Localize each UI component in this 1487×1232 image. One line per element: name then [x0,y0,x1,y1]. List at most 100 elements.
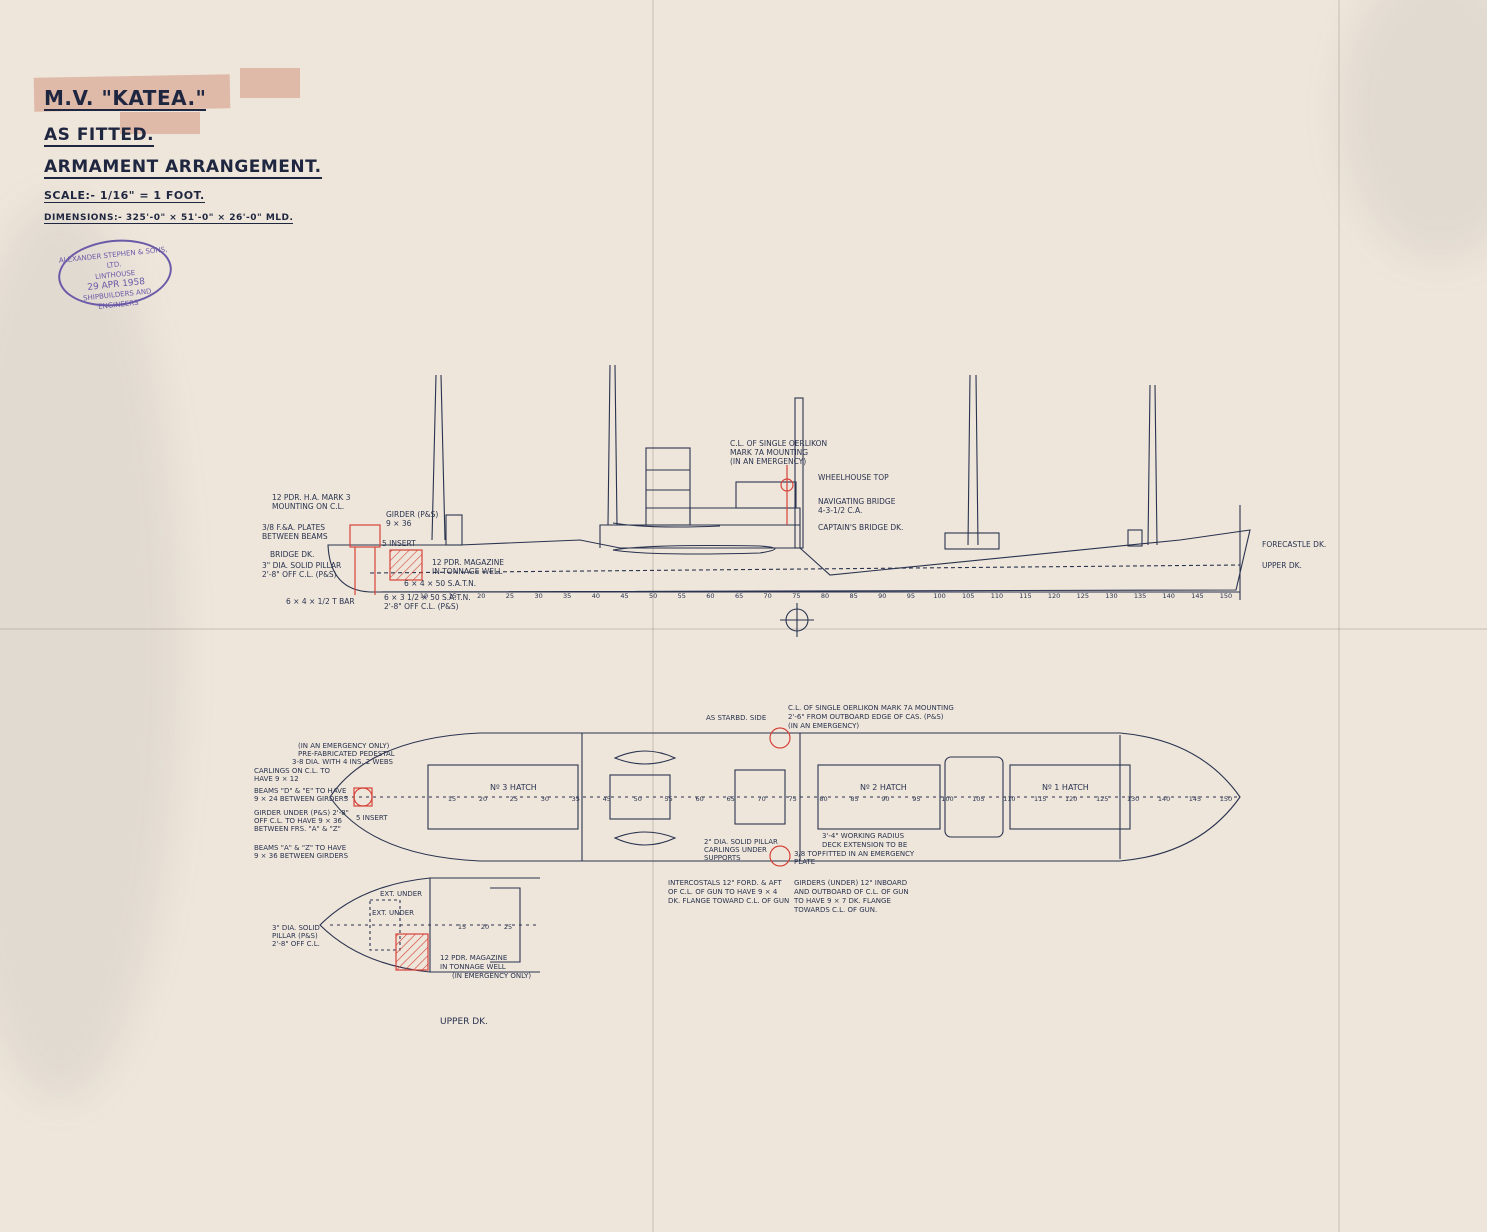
label-upper-magazine: 12 PDR. MAGAZINE [440,954,507,962]
label-plates: BETWEEN BEAMS [262,532,328,541]
frame-number: 100 [941,795,953,803]
lifeboat-plan [613,750,677,765]
label-oerlikon: MARK 7A MOUNTING [730,448,808,457]
windlass [1127,529,1143,547]
hatch-small [944,756,1004,838]
frame-number: 75 [792,592,800,600]
frame-number: 100 [933,592,945,600]
label-wheelhouse: WHEELHOUSE TOP [818,473,889,482]
upper-deck-line [369,564,1241,574]
frame-number: 15 [448,795,456,803]
frame-number: 40 [592,592,600,600]
label-beams-az: 9 × 36 BETWEEN GIRDERS [254,852,349,860]
label-girders: GIRDERS (UNDER) 12" INBOARD [794,879,907,887]
frame-number: 130 [1127,795,1139,803]
label-pedestal: 3-8 DIA. WITH 4 INS. 2 WEBS [292,758,394,766]
frame-number: 140 [1158,795,1170,803]
frame-number: 95 [907,592,915,600]
fold-line [0,628,1487,630]
frame-number: 30 [541,795,549,803]
label-gun-mount: MOUNTING ON C.L. [272,502,344,511]
frame-number: 95 [912,795,920,803]
frame-number: 60 [706,592,714,600]
plan-annotations: (IN AN EMERGENCY ONLY) PRE-FABRICATED PE… [254,704,954,914]
tape-patch [240,68,300,98]
lifeboat-upper [612,522,721,528]
mast-fore [967,374,971,546]
frame-number: 90 [878,592,886,600]
label-pillar: 3" DIA. SOLID PILLAR [262,561,341,570]
label-captain-deck: CAPTAIN'S BRIDGE DK. [818,523,903,532]
lifeboat-plan [613,831,677,846]
label-angle: 2'-8" OFF C.L. (P&S) [384,602,459,611]
label-girder: GIRDER (P&S) [386,510,438,519]
label-intercostals: DK. FLANGE TOWARD C.L. OF GUN [668,897,789,905]
label-insert: 5 INSERT [382,539,416,548]
deck-plan-outline [329,732,1241,862]
lifeboat [612,544,776,555]
frame-number: 120 [1048,592,1060,600]
label-oerlikon: C.L. OF SINGLE OERLIKON [730,439,827,448]
frame-number: 90 [881,795,889,803]
label-beams-az: BEAMS "A" & "Z" TO HAVE [254,844,346,852]
label-tbar: 6 × 4 × 1/2 T BAR [286,597,355,606]
oerlikon-starboard [769,727,791,749]
frame-number: 15 [458,923,466,931]
label-top-plate: PLATE [794,858,815,866]
frame-number: 25 [510,795,518,803]
label-beams: BEAMS "D" & "E" TO HAVE [254,787,346,795]
frame-number: 45 [620,592,628,600]
frame-number: 35 [572,795,580,803]
label-plan-pillar: SUPPORTS [704,854,741,862]
label-radius: DECK EXTENSION TO BE [822,841,907,849]
frame-number: 15 [448,592,456,600]
oerlikon-mount [780,478,794,492]
label-angle: 6 × 4 × 50 S.A.T.N. [404,579,476,588]
midship-house [581,733,801,861]
hatch-2-label: Nº 2 HATCH [860,783,907,792]
hatch-1 [1009,764,1131,830]
label-bridge-deck: BRIDGE DK. [270,550,314,559]
frame-number: 80 [819,795,827,803]
frame-number: 105 [972,795,984,803]
label-upper-pillar: 3" DIA. SOLID [272,924,320,932]
label-oerlikon-plan: 2'-6" FROM OUTBOARD EDGE OF CAS. (P&S) [788,713,944,721]
label-ext-under: EXT. UNDER [372,909,414,917]
upper-magazine-hatching [395,933,429,971]
bridge-casing [734,769,786,825]
dimensions-note: DIMENSIONS:- 325'-0" × 51'-0" × 26'-0" M… [44,213,294,225]
frame-number: 50 [649,592,657,600]
frame-number: 145 [1191,592,1203,600]
frame-number: 65 [726,795,734,803]
frame-number: 140 [1162,592,1174,600]
frame-number: 120 [1065,795,1077,803]
frame-number: 35 [563,592,571,600]
vessel-name: M.V. "KATEA." [44,86,207,111]
label-radius: FITTED IN AN EMERGENCY [822,850,915,858]
plan-view [329,732,1241,862]
drawing-status: AS FITTED. [44,125,155,147]
funnel [645,447,691,526]
frame-number: 125 [1096,795,1108,803]
label-emergency: (IN AN EMERGENCY ONLY) [298,742,390,750]
label-plan-pillar: 2" DIA. SOLID PILLAR [704,838,778,846]
ship-compass-symbol [780,603,814,637]
hatch-2 [817,764,941,830]
oerlikon-port [769,845,791,867]
label-carlings: HAVE 9 × 12 [254,775,299,783]
label-starbd: AS STARBD. SIDE [706,714,766,722]
frame-number: 85 [850,795,858,803]
frame-number: 80 [821,592,829,600]
frame-number: 110 [1003,795,1015,803]
label-girder-under: OFF C.L. TO HAVE 9 × 36 [254,817,343,825]
bridge-deck [689,507,801,525]
frame-number: 125 [1077,592,1089,600]
plan-armament [353,727,791,867]
upper-deck-view [319,877,540,973]
frame-number: 25 [506,592,514,600]
profile-view [327,364,1251,637]
fold-line [652,0,654,1232]
